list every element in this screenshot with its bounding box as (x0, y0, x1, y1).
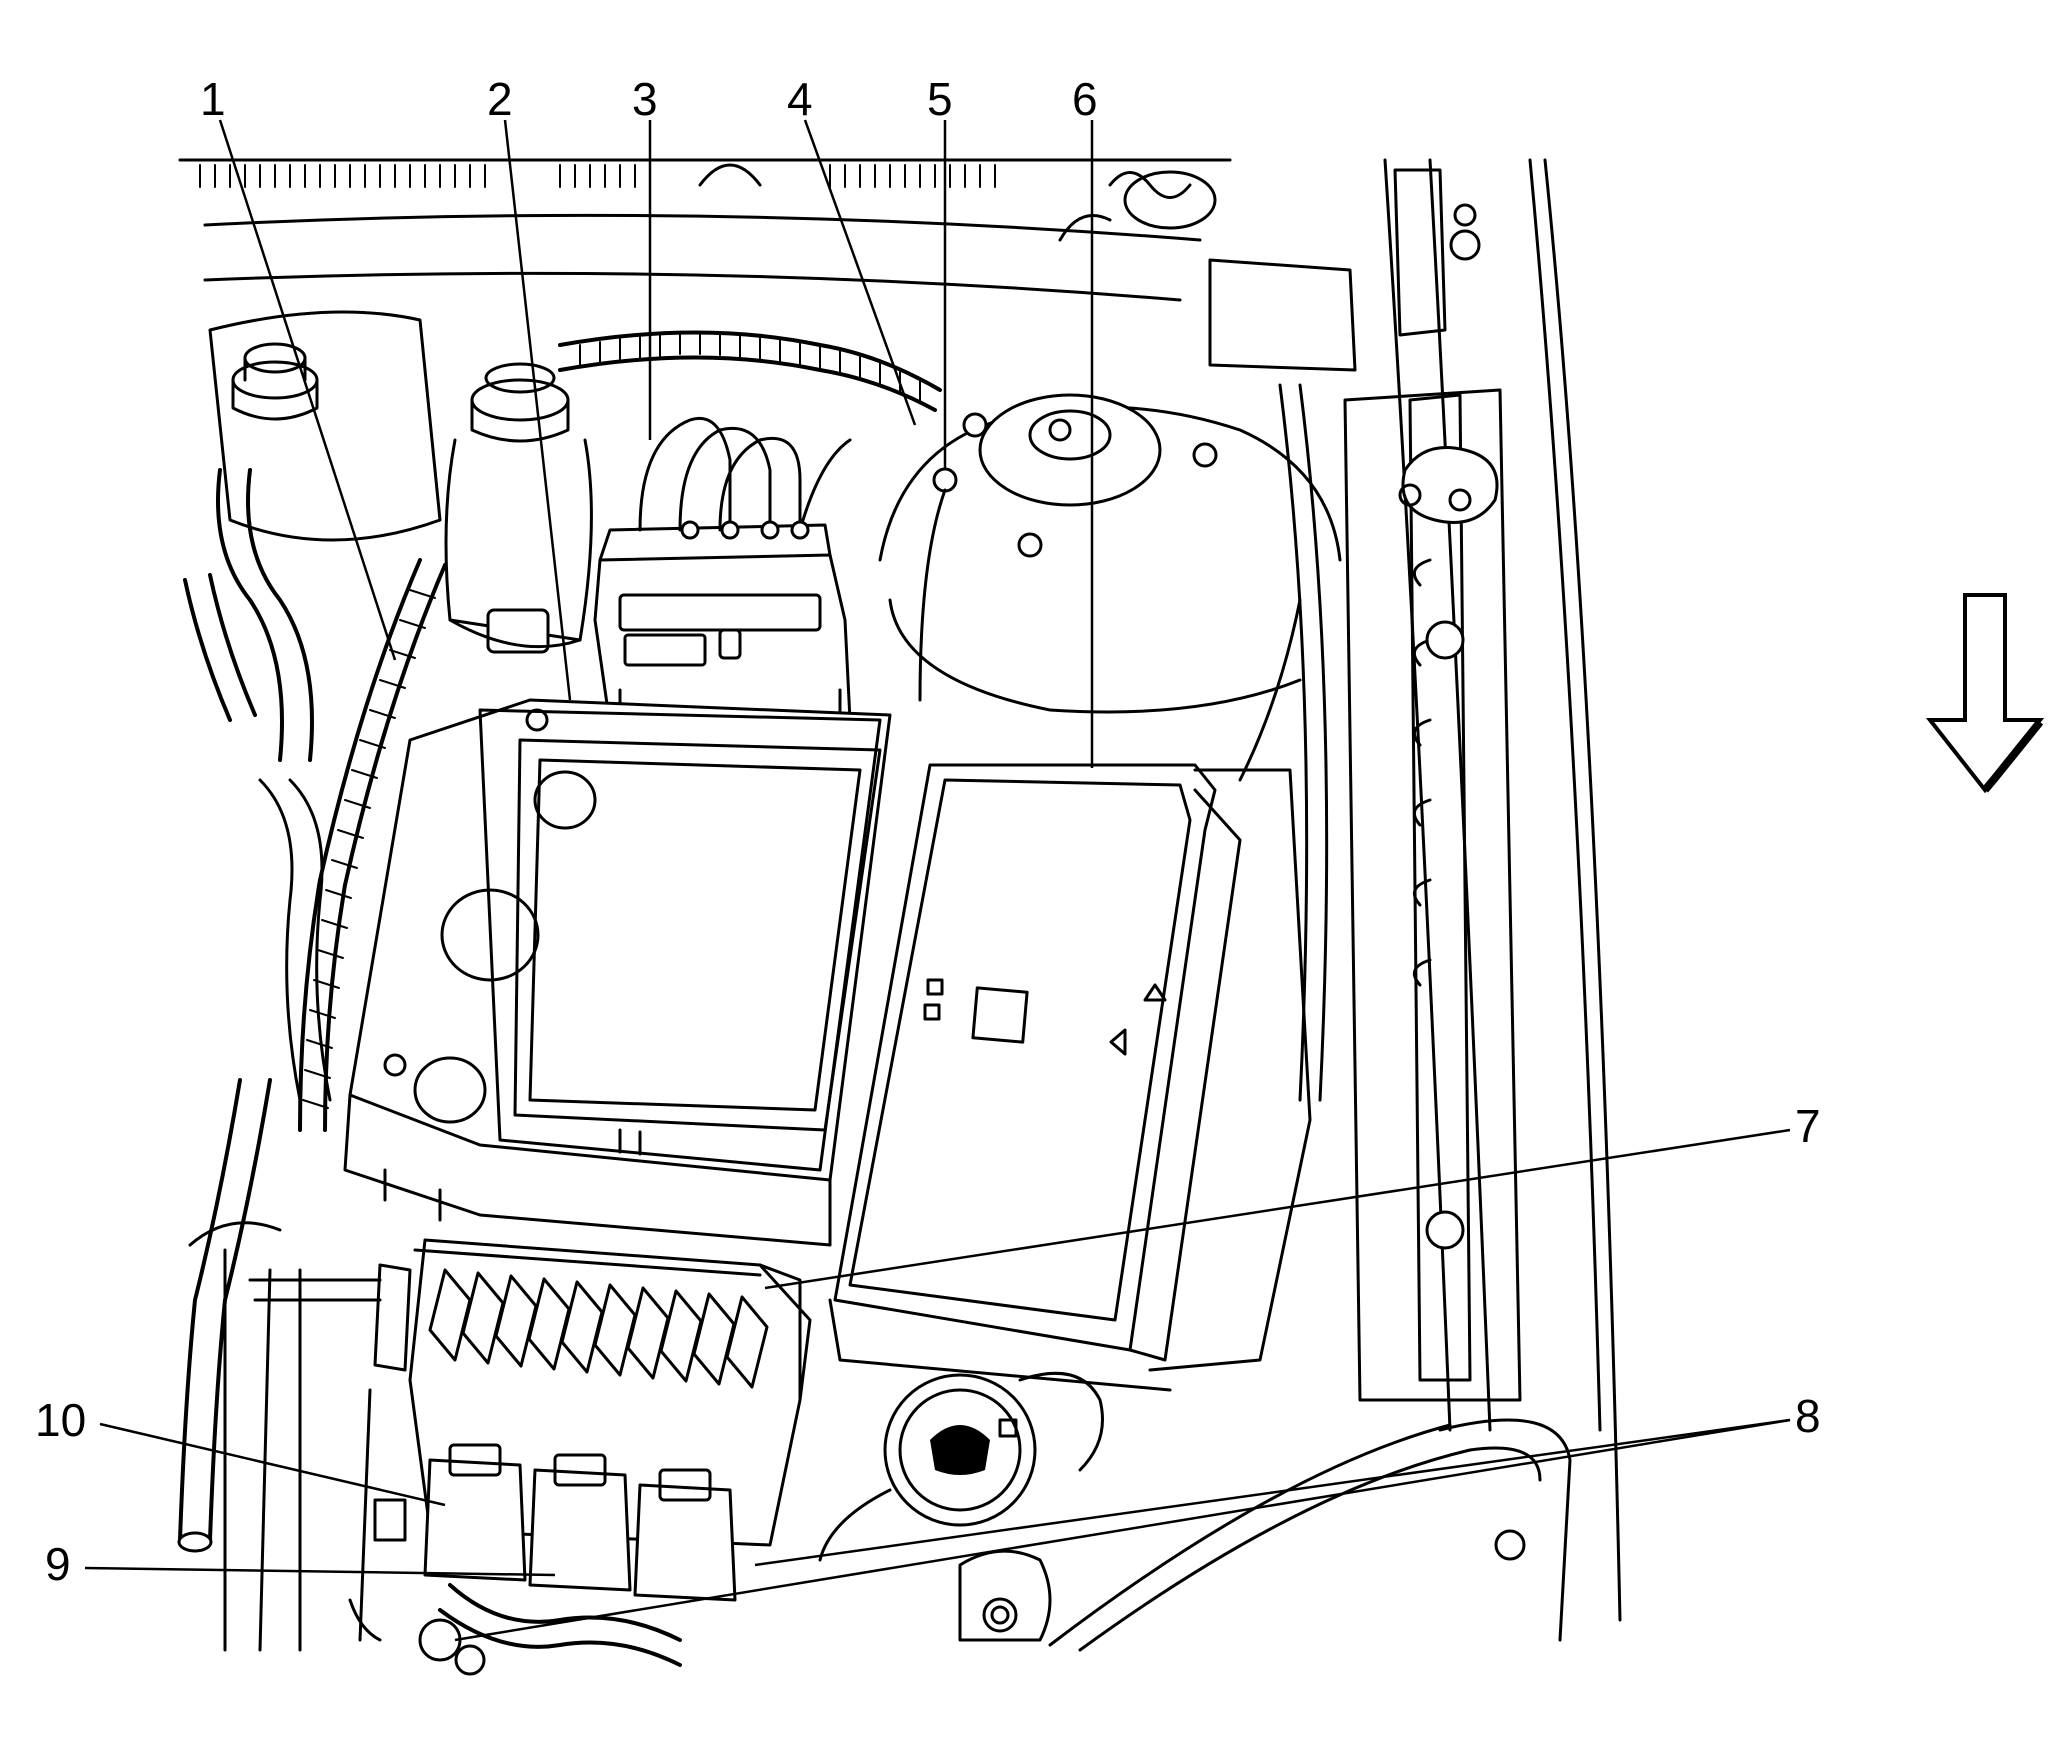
callout-8: 8 (1795, 1390, 1821, 1442)
leader-4 (803, 119, 917, 426)
callout-9: 9 (45, 1538, 71, 1590)
fluid-reservoir (444, 362, 593, 654)
callout-2: 2 (487, 73, 513, 125)
callout-1: 1 (200, 73, 226, 125)
underhood-fuse-block (828, 763, 1312, 1392)
battery (343, 698, 892, 1247)
callout-7: 7 (1795, 1100, 1821, 1152)
callout-numbers: 1 2 3 4 5 6 7 8 9 10 (35, 73, 1821, 1590)
leader-9 (84, 1566, 556, 1577)
leader-8b (454, 1418, 1791, 1642)
callout-10: 10 (35, 1394, 86, 1446)
coolant-reservoir (208, 310, 442, 542)
fender-frame-rail (1208, 158, 1622, 1622)
leader-1 (218, 119, 397, 661)
connectors (418, 1443, 737, 1676)
lower-fender (958, 1418, 1572, 1652)
callout-3: 3 (632, 73, 658, 125)
strut-tower (878, 393, 1342, 782)
callout-5: 5 (927, 73, 953, 125)
engine-bay-artwork (177, 158, 1622, 1676)
leader-7 (764, 1128, 1791, 1290)
callout-6: 6 (1072, 73, 1098, 125)
leader-8 (754, 1418, 1791, 1567)
upper-wiring-harness (558, 330, 942, 412)
left-lower-area (223, 1248, 407, 1652)
leader-lines (84, 119, 1791, 1642)
left-hoses (177, 468, 447, 1553)
leader-10 (99, 1422, 446, 1507)
callout-4: 4 (787, 73, 813, 125)
abs-modulator (593, 417, 852, 727)
washer-fluid-cap (818, 1371, 1104, 1562)
down-arrow-icon (1925, 593, 2045, 794)
leader-2 (503, 119, 572, 701)
radiator-top (178, 158, 1232, 302)
